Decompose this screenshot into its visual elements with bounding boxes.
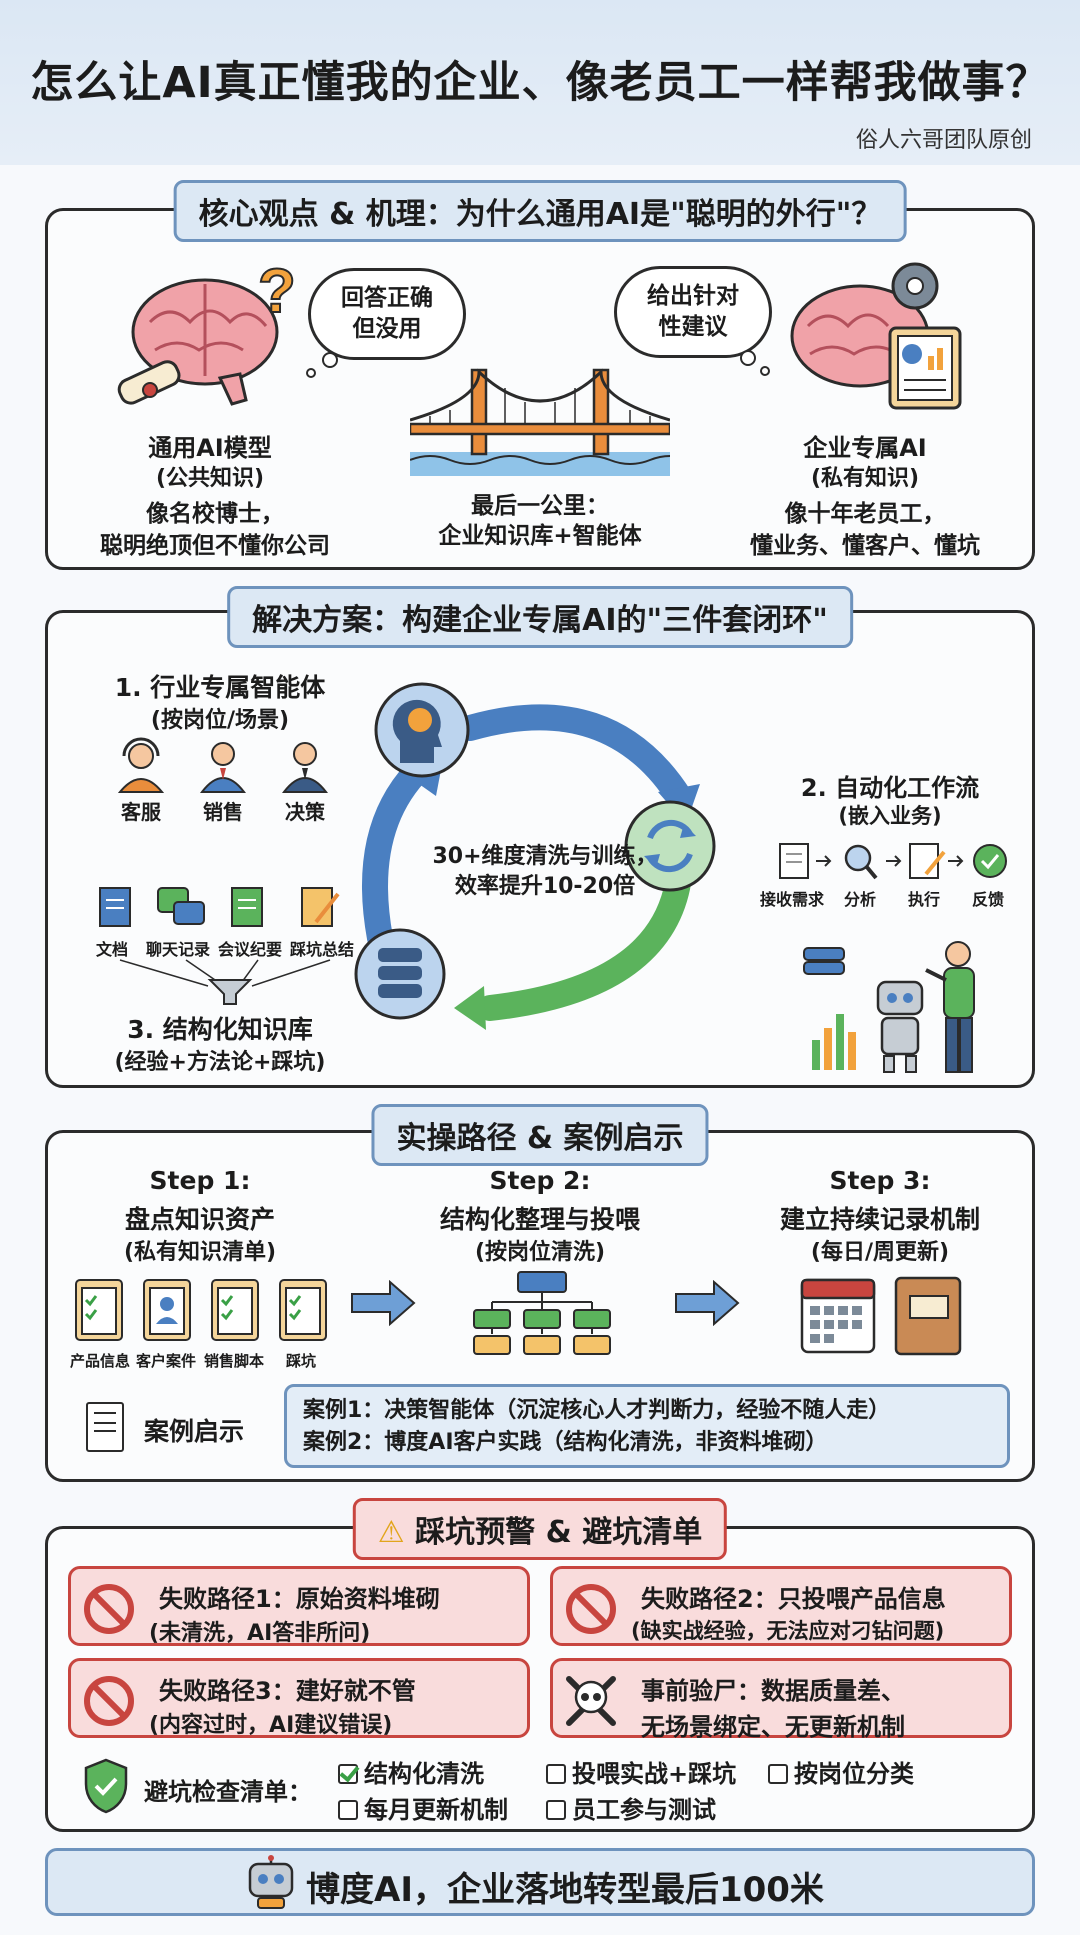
pitfall-title: ⚠ 踩坑预警 & 避坑清单 (352, 1498, 728, 1560)
calendar-notebook-icon (800, 1276, 962, 1356)
source-lessons: 踩坑总结 (290, 940, 355, 959)
role-sales: 销售 (203, 800, 243, 824)
workflow-step-feedback: 反馈 (972, 890, 1005, 909)
source-docs: 文档 (96, 940, 129, 959)
closed-loop-diagram (354, 682, 716, 1030)
checklist-item-1[interactable]: 结构化清洗 (338, 1754, 484, 1789)
asset-lessons: 踩坑 (286, 1352, 317, 1370)
workflow-step-analyze: 分析 (844, 890, 877, 909)
customer-service-icon (117, 737, 165, 793)
loop-center-line1: 30+维度清洗与训练， (432, 844, 658, 869)
case-1: 案例1：决策智能体（沉淀核心人才判断力，经验不随人走） (303, 1398, 891, 1423)
core-view-panel (45, 208, 1035, 570)
case-2: 案例2：博度AI客户实践（结构化清洗，非资料堆砌） (303, 1430, 828, 1455)
arrow-right-icon-2 (675, 1280, 740, 1326)
enterprise-ai-heading: 企业专属AI (803, 434, 927, 462)
step2-label: Step 2: (489, 1166, 591, 1195)
warning-card-3: 失败路径3：建好就不管 (内容过时，AI建议错误) (68, 1658, 530, 1738)
checklist-item-5[interactable]: 员工参与测试 (546, 1790, 716, 1825)
core-view-title: 核心观点 & 机理：为什么通用AI是"聪明的外行"？ (173, 180, 907, 242)
thought-cloud-right: 给出针对性建议 (614, 266, 772, 358)
knowledge-source-icons (99, 887, 340, 927)
footer-text: 博度AI，企业落地转型最后100米 (306, 1870, 824, 1910)
case-doc-icon (86, 1402, 124, 1452)
svg-text:?: ? (258, 262, 296, 326)
step2-sub: (按岗位清洗) (474, 1240, 606, 1265)
asset-sales-scripts: 销售脚本 (204, 1352, 265, 1370)
loop-center-line2: 效率提升10-20倍 (454, 874, 636, 899)
solution-title: 解决方案：构建企业专属AI的"三件套闭环" (227, 586, 853, 648)
kb-sub: (经验+方法论+踩坑) (114, 1050, 326, 1075)
skull-icon (566, 1676, 616, 1726)
funnel-icon (119, 959, 331, 1005)
brain-gear-icon (790, 262, 962, 410)
workflow-heading: 2. 自动化工作流 (800, 774, 980, 802)
robot-icon (248, 1855, 294, 1909)
step1-sub: (私有知识清单) (123, 1240, 277, 1265)
warning-card-2: 失败路径2：只投喂产品信息 (缺实战经验，无法应对刁钻问题) (550, 1566, 1012, 1646)
step3-title: 建立持续记录机制 (779, 1205, 980, 1234)
checkbox[interactable] (338, 1800, 358, 1820)
workflow-steps-icons (779, 843, 1007, 880)
bridge-icon (410, 368, 670, 476)
shield-check-icon (84, 1758, 128, 1814)
sales-icon (199, 742, 247, 793)
workflow-step-execute: 执行 (908, 890, 941, 909)
step2-title: 结构化整理与投喂 (439, 1205, 640, 1234)
last-mile-line1: 最后一公里： (471, 493, 609, 519)
page-header (0, 0, 1080, 165)
checklist-item-4[interactable]: 每月更新机制 (338, 1790, 508, 1825)
last-mile-line2: 企业知识库+智能体 (438, 523, 642, 549)
checkbox[interactable] (546, 1800, 566, 1820)
prohibited-icon (84, 1584, 134, 1634)
step1-label: Step 1: (149, 1166, 251, 1195)
org-structure-icon (473, 1271, 611, 1355)
brain-question-icon: ? (117, 262, 297, 406)
general-ai-desc1: 像名校博士， (146, 501, 284, 527)
step3-sub: (每日/周更新) (810, 1240, 950, 1265)
checklist-item-2[interactable]: 投喂实战+踩坑 (546, 1754, 736, 1789)
source-meetings: 会议纪要 (218, 940, 283, 959)
case-box: 案例1：决策智能体（沉淀核心人才判断力，经验不随人走） 案例2：博度AI客户实践… (284, 1384, 1010, 1468)
checkbox[interactable] (768, 1764, 788, 1784)
checkbox-checked[interactable] (338, 1764, 358, 1784)
thought-cloud-left: 回答正确但没用 (308, 268, 466, 360)
warning-card-1: 失败路径1：原始资料堆砌 (未清洗，AI答非所问) (68, 1566, 530, 1646)
checklist-label: 避坑检查清单： (144, 1778, 312, 1806)
general-ai-sub: (公共知识) (155, 466, 265, 491)
warning-card-4: 事前验尸：数据质量差、 无场景绑定、无更新机制 (550, 1658, 1012, 1741)
asset-product-info: 产品信息 (70, 1352, 131, 1370)
robot-person-illustration (803, 941, 975, 1073)
decision-icon (281, 742, 329, 793)
asset-customer-cases: 客户案件 (136, 1352, 197, 1370)
prohibited-icon (566, 1584, 616, 1634)
workflow-sub: (嵌入业务) (838, 804, 942, 828)
source-chats: 聊天记录 (146, 940, 211, 959)
role-customer-service: 客服 (121, 800, 161, 824)
general-ai-desc2: 聪明绝顶但不懂你公司 (100, 533, 330, 559)
enterprise-ai-sub: (私有知识) (810, 466, 920, 491)
page-title: 怎么让AI真正懂我的企业、像老员工一样帮我做事？ (30, 58, 1050, 108)
prohibited-icon (84, 1676, 134, 1726)
asset-clipboard-icons (75, 1279, 327, 1341)
step1-title: 盘点知识资产 (124, 1205, 275, 1234)
general-ai-heading: 通用AI模型 (148, 434, 272, 462)
step3-label: Step 3: (829, 1166, 931, 1195)
practice-title: 实操路径 & 案例启示 (371, 1104, 709, 1166)
kb-heading: 3. 结构化知识库 (127, 1015, 313, 1044)
case-label: 案例启示 (144, 1417, 245, 1446)
enterprise-ai-desc1: 像十年老员工， (784, 501, 946, 527)
checkbox[interactable] (546, 1764, 566, 1784)
role-decision: 决策 (285, 800, 325, 824)
agents-heading: 1. 行业专属智能体 (114, 673, 326, 702)
author-credit: 俗人六哥团队原创 (855, 128, 1032, 153)
warning-triangle-icon: ⚠ (377, 1515, 405, 1550)
agents-sub: (按岗位/场景) (150, 708, 290, 733)
checklist-item-3[interactable]: 按岗位分类 (768, 1754, 914, 1789)
enterprise-ai-desc2: 懂业务、懂客户、懂坑 (750, 533, 980, 559)
footer-banner (45, 1848, 1035, 1916)
arrow-right-icon (351, 1280, 416, 1326)
workflow-step-receive: 接收需求 (760, 890, 825, 909)
